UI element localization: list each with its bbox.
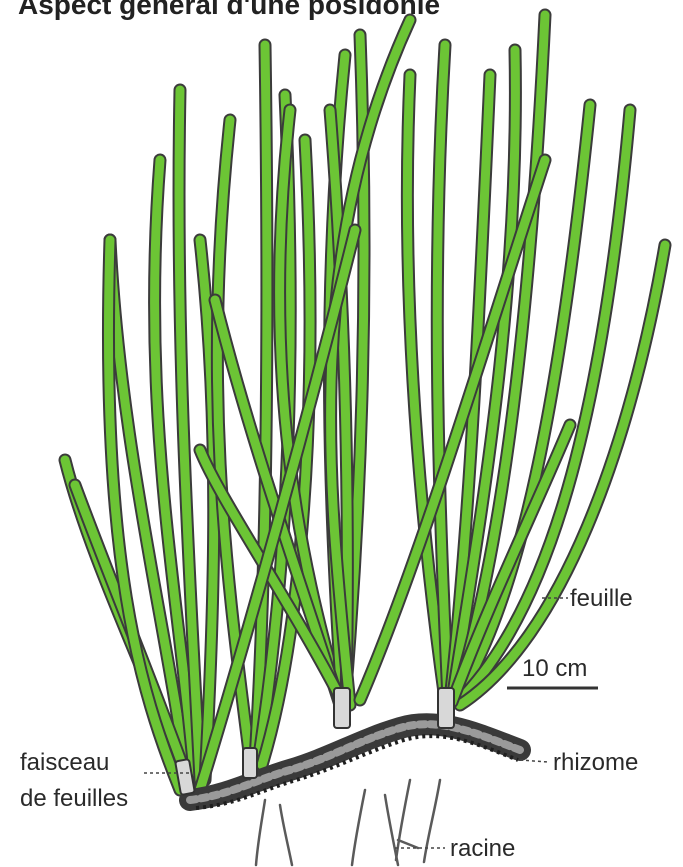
scale-label: 10 cm (522, 655, 587, 682)
diagram-title: Aspect général d'une posidonie (18, 0, 440, 20)
label-leaf-bundle-line2: de feuilles (20, 785, 128, 812)
label-leaf: feuille (570, 585, 633, 612)
label-root: racine (450, 835, 515, 862)
label-leaf-bundle-line1: faisceau (20, 749, 109, 776)
label-rhizome: rhizome (553, 749, 638, 776)
roots (256, 780, 440, 865)
rhizome (190, 724, 520, 808)
scale-bar: 10 cm (507, 655, 598, 688)
